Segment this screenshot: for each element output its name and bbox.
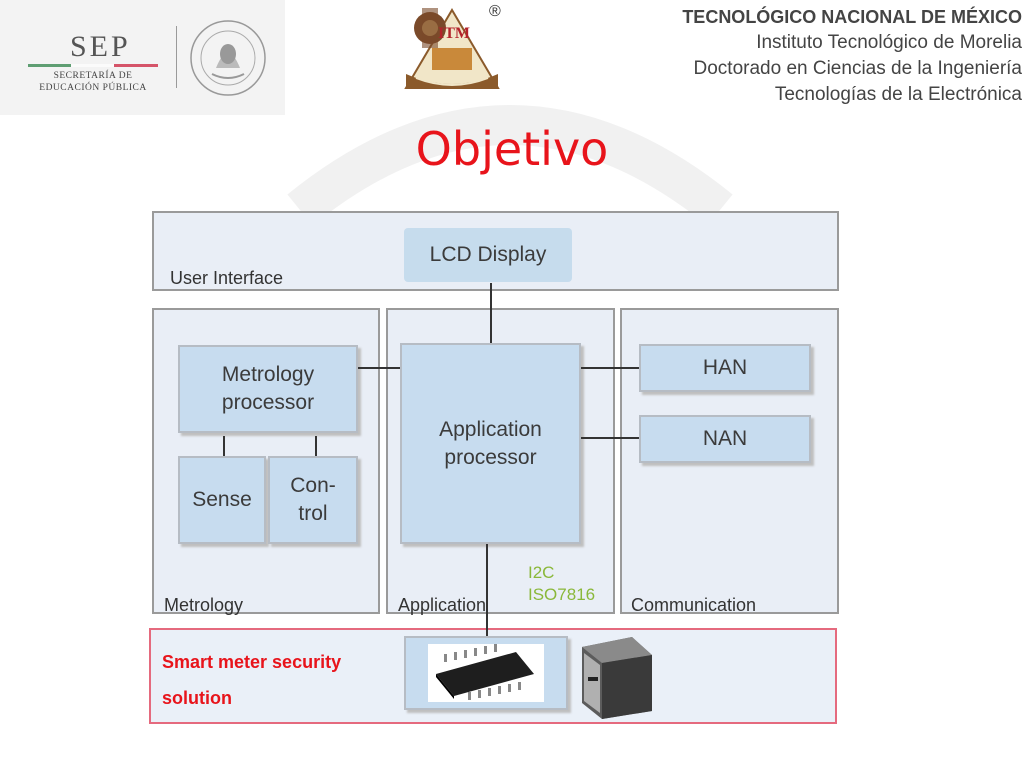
sep-tricolor-line [28, 64, 158, 67]
metrology-label: Metrology [164, 595, 244, 615]
metrology-processor-line-1: Metrology [221, 363, 315, 386]
han-label: HAN [702, 356, 748, 379]
han-box: HAN [639, 344, 811, 392]
application-label: Application [398, 595, 487, 615]
connector-app-han [581, 367, 639, 369]
user-interface-label: User Interface [170, 268, 284, 288]
nan-label: NAN [702, 427, 748, 450]
mexican-coat-of-arms-icon [190, 20, 266, 96]
sep-subtitle: SECRETARÍA DE EDUCACIÓN PÚBLICA [28, 70, 158, 94]
sep-logo-area: SEP SECRETARÍA DE EDUCACIÓN PÚBLICA [0, 0, 285, 115]
communication-label: Communication [631, 595, 757, 615]
institution-name: TECNOLÓGICO NACIONAL DE MÉXICO [682, 7, 1022, 27]
bus-label: I2C ISO7816 [528, 562, 595, 606]
connector-app-nan [581, 437, 639, 439]
sep-divider [176, 26, 177, 88]
specialty-name: Tecnologías de la Electrónica [774, 84, 1022, 105]
lcd-display-box: LCD Display [404, 228, 572, 282]
connector-lcd-app [490, 283, 492, 343]
connector-metro-sense [223, 436, 225, 456]
nan-box: NAN [639, 415, 811, 463]
connector-metro-app [358, 367, 400, 369]
metrology-processor-line-2: processor [221, 391, 315, 414]
application-processor-line-1: Application [439, 417, 542, 441]
sense-label: Sense [192, 488, 252, 511]
connector-metro-control [315, 436, 317, 456]
sep-subtitle-line-2: EDUCACIÓN PÚBLICA [39, 83, 147, 93]
sense-box: Sense [178, 456, 266, 544]
security-label-line-2: solution [162, 688, 232, 708]
connector-app-security [486, 544, 488, 636]
safe-icon [582, 637, 652, 719]
chip-icon [428, 644, 544, 702]
lcd-display-label: LCD Display [429, 243, 547, 266]
control-line-2: trol [298, 502, 328, 525]
institution-header: TECNOLÓGICO NACIONAL DE MÉXICO Instituto… [682, 4, 1022, 108]
institute-name: Instituto Tecnológico de Morelia [756, 32, 1022, 53]
metrology-processor-box: Metrology processor [178, 345, 358, 433]
control-line-1: Con- [290, 474, 336, 497]
sep-logo-text: SEP [70, 30, 131, 63]
bus-label-i2c: I2C [528, 563, 555, 582]
sep-subtitle-line-1: SECRETARÍA DE [53, 71, 133, 81]
security-label-line-1: Smart meter security [162, 652, 342, 672]
svg-text:ITM: ITM [438, 25, 470, 42]
application-processor-box: Application processor [400, 343, 581, 544]
itm-logo-icon: ITM [404, 8, 500, 89]
control-box: Con- trol [268, 456, 358, 544]
security-chip-box [404, 636, 568, 710]
program-name: Doctorado en Ciencias de la Ingeniería [693, 58, 1022, 79]
bus-label-iso7816: ISO7816 [528, 585, 596, 604]
registered-mark: ® [489, 3, 501, 20]
application-processor-line-2: processor [444, 445, 537, 469]
page-title: Objetivo [415, 122, 609, 176]
